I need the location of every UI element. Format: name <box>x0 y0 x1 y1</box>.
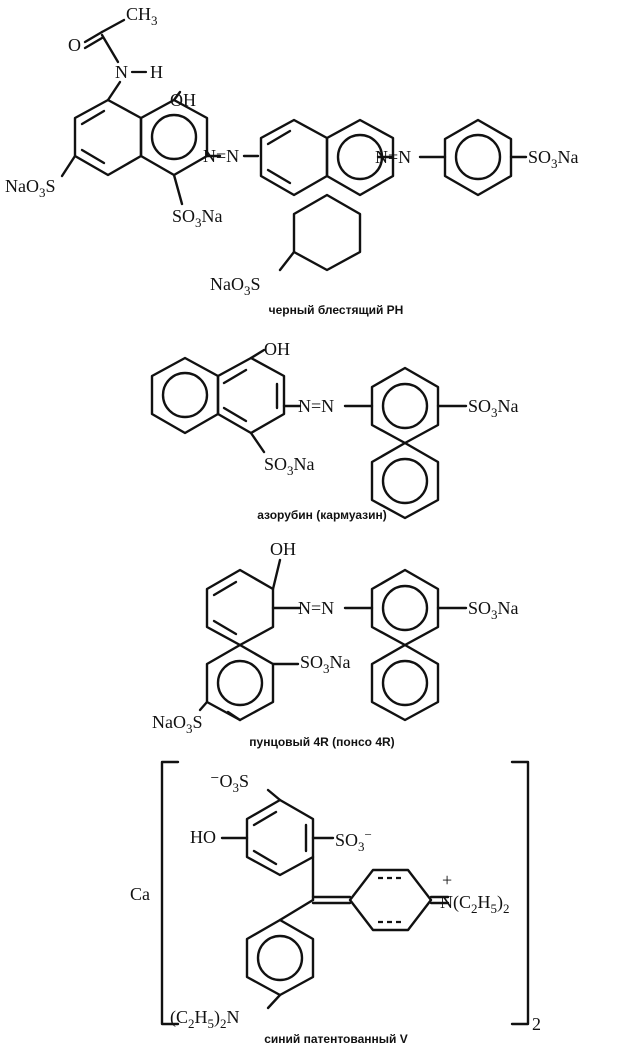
nh-h-label: H <box>150 62 163 82</box>
so3na-right-label-3: SO3Na <box>468 598 519 622</box>
ca-label: Ca <box>130 884 150 904</box>
naphthalene-ring-3: OH SO3Na <box>150 339 315 478</box>
n-plus-charge: + <box>442 870 452 890</box>
caption-2: азорубин (кармуазин) <box>257 508 387 522</box>
ch3-label: CH3 <box>126 4 158 28</box>
benzene-ring-bottom: (C2H5)2N <box>170 918 315 1031</box>
compound-brilliant-black: CH3 O N H OH NaO3S SO3Na <box>5 4 579 317</box>
compound-patent-blue-v: Ca 2 ⁻O3S HO SO3− N(C2H5)2 + <box>130 760 541 1046</box>
naphthalene-ring-5: OH SO3Na NaO3S <box>152 539 351 736</box>
naso3s-left-label: NaO3S <box>5 176 56 200</box>
subscript-2-label: 2 <box>532 1014 541 1034</box>
caption-4: синий патентованный V <box>264 1032 408 1046</box>
n-plus-label: N(C2H5)2 <box>440 892 510 916</box>
so3na-mid-label-3: SO3Na <box>300 652 351 676</box>
azo-bridge-1: N=N <box>203 146 260 166</box>
caption-3: пунцовый 4R (понсо 4R) <box>249 735 394 749</box>
n-bottom-label: (C2H5)2N <box>170 1007 240 1031</box>
carbonyl-o-label: O <box>68 35 81 55</box>
caption-1: черный блестящий PH <box>269 303 404 317</box>
naphthalene-ring-2: NaO3S <box>210 118 395 298</box>
compound-ponceau-4r: OH SO3Na NaO3S N=N SO3Na пунцовый 4R (по… <box>152 539 519 749</box>
ho-label: HO <box>190 827 216 847</box>
naphthalene-ring-1: OH NaO3S SO3Na <box>5 90 223 230</box>
benzene-ring-top: ⁻O3S HO SO3− <box>190 771 372 877</box>
azo-4-label: N=N <box>298 598 334 618</box>
so3na-mid-label: SO3Na <box>172 206 223 230</box>
azo-3-label: N=N <box>298 396 334 416</box>
acetyl-group: CH3 O N H <box>68 4 163 102</box>
right-bracket <box>510 760 530 1026</box>
so3na-right-label-2: SO3Na <box>468 396 519 420</box>
compound-azorubine: OH SO3Na N=N SO3Na азорубин (кармуазин) <box>150 339 519 522</box>
bond-central-left <box>278 898 315 922</box>
so3na-right-label: SO3Na <box>528 147 579 171</box>
so3na-bottom-label-2: SO3Na <box>264 454 315 478</box>
azo-bridge-3: N=N <box>282 396 374 416</box>
benzene-ring-1: SO3Na <box>443 118 579 197</box>
o3s-top-label: ⁻O3S <box>210 771 249 795</box>
oh-label-2: OH <box>264 339 290 359</box>
azo-1-label: N=N <box>203 146 239 166</box>
oh-label-3: OH <box>270 539 296 559</box>
so3-minus-label: SO3− <box>335 827 372 854</box>
azo-bridge-2: N=N <box>375 147 447 167</box>
left-bracket <box>160 760 180 1026</box>
quinoid-ring: N(C2H5)2 + <box>348 868 510 932</box>
naso3s-bottom-label-3: NaO3S <box>152 712 203 736</box>
nh-n-label: N <box>115 62 128 82</box>
azo-2-label: N=N <box>375 147 411 167</box>
naso3s-bottom-label: NaO3S <box>210 274 261 298</box>
naphthalene-ring-6: SO3Na <box>370 568 519 722</box>
azo-bridge-4: N=N <box>271 598 374 618</box>
naphthalene-ring-4: SO3Na <box>370 366 519 520</box>
